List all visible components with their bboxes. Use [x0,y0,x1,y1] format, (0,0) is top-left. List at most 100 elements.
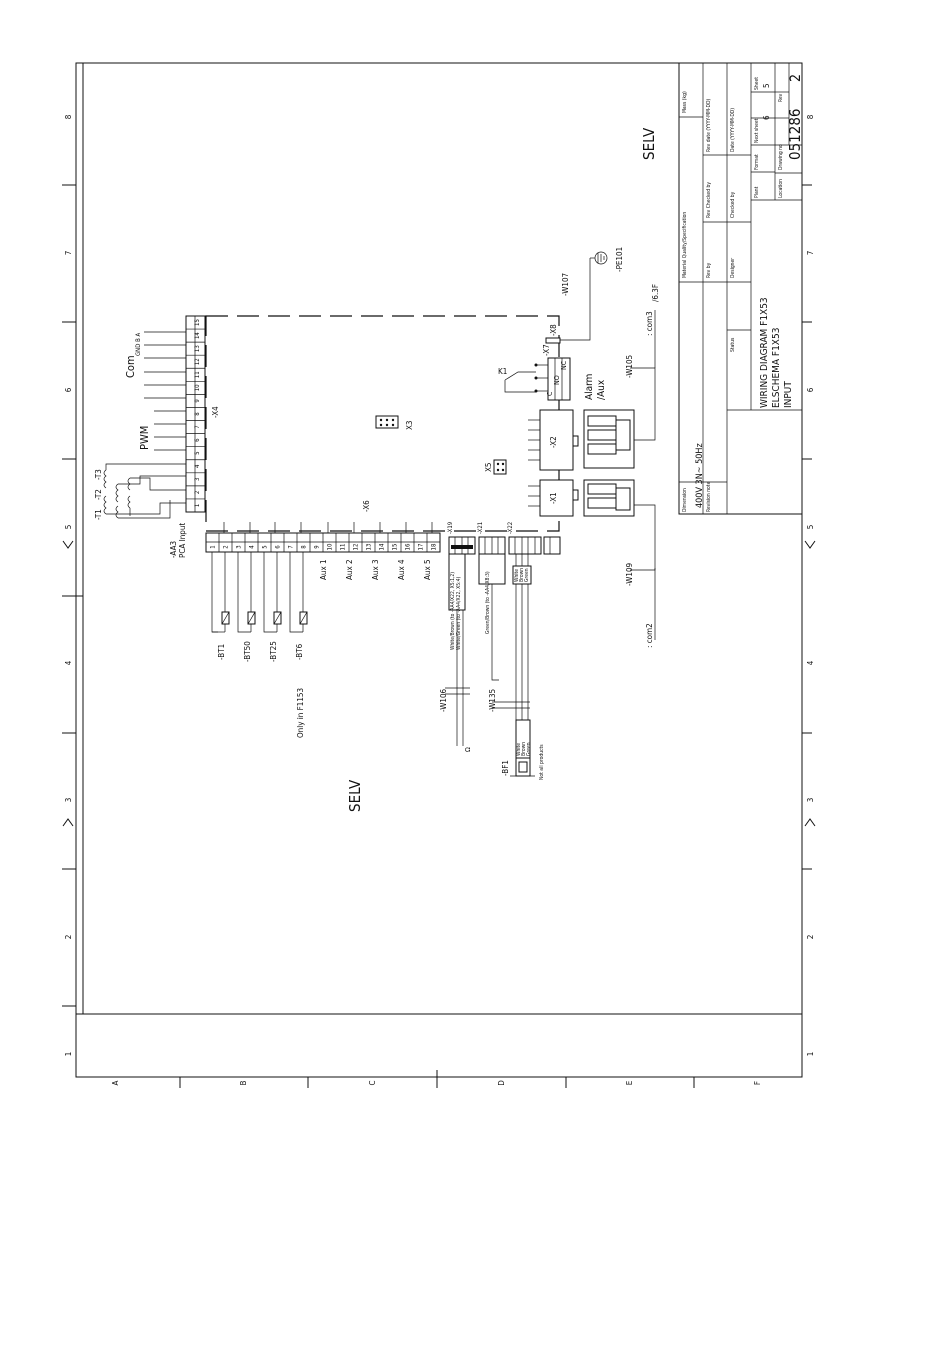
tb-status: Status [730,337,736,352]
k1-label: K1 [498,367,507,376]
terminal-x4-pin: 9 [194,399,201,403]
w105-label: -W105 [625,355,634,378]
selv-top-label: SELV [640,127,658,160]
x6-label: -X6 [362,500,371,512]
w135-label: -W135 [488,689,497,712]
bt25-label: -BT25 [269,641,278,662]
title-block-text: Material Quality/Specification Mass (kg)… [682,74,804,512]
title-block-frame [678,62,803,515]
terminal-x4-pin: 11 [194,371,201,378]
t2-label: -T2 [94,489,103,500]
relay-k1-x7 [504,357,571,401]
nc-label: NC [560,360,568,370]
tb-date: Date (YYYY-MM-DD) [730,108,736,152]
pe101-label: -PE101 [615,247,624,272]
tb-rev-checked: Rev Checked by [706,182,712,218]
bt1-label: -BT1 [217,644,226,660]
bf1-wires-label-3: Green [526,742,532,756]
terminal-x4-pin: 14 [194,332,201,339]
tb-plant: Plant [754,186,760,198]
tb-format: Format [754,154,760,170]
bt50-label: -BT50 [243,641,252,662]
tb-drawing-no-label: Drawing no [778,144,784,170]
terminal-x4-pin: 2 [194,491,201,494]
cable-w106-w135 [445,553,532,746]
aux3-label: Aux 3 [371,559,380,580]
x1-label: -X1 [549,492,558,504]
drawing-area-frame [82,62,803,1015]
t3-label: -T3 [94,469,103,480]
tb-checked-by: Checked by [730,191,736,218]
x19-note-label-2: White/Green (to -AA4/X22, X5:4) [456,577,462,650]
pca-input-label: PCA Input [178,523,187,558]
terminal-x6-pin: 6 [275,545,282,549]
grid-row-label: A [111,1080,120,1085]
bottom-grid-ticks [179,1070,695,1088]
tb-revision-note: Revision note [706,481,712,512]
terminal-x6-pin: 2 [223,545,230,548]
x19-label: -X19 [447,521,454,534]
tb-material: Material Quality/Specification [682,212,688,278]
f63-label: /6.3F [651,284,660,302]
x6-pcb-ticks [223,522,433,533]
terminal-x4-pin: 5 [194,451,201,454]
terminal-x6-pin: 7 [288,545,295,548]
grid-column-label: 5 [64,525,73,530]
bf1-wires-label-2: Brown [521,742,527,756]
tb-rev-label: Rev [778,93,784,102]
terminal-x4-pin: 7 [194,425,201,428]
x5-label: X5 [484,462,493,472]
alarm-label: Alarm [584,374,595,400]
grid-column-label: 1 [64,1052,73,1057]
connector-x1 [528,479,579,517]
w106-ref: Ω [464,747,472,752]
x8-label: -X8 [549,324,558,336]
terminal-x6-pin: 14 [379,543,386,550]
tb-title1: WIRING DIAGRAM F1X53 [759,297,770,408]
grid-column-label: 7 [806,251,815,256]
com3-label: : com3 [645,311,654,336]
t1-label: -T1 [94,509,103,520]
com2-label: : com2 [645,623,654,648]
bf1-wires-label: White [516,743,522,756]
grid-column-label: 7 [64,251,73,256]
terminal-x6-pin: 5 [262,545,269,548]
plug-w109 [583,479,635,517]
connector-x3 [375,415,399,429]
w109-label: -W109 [625,562,634,586]
tb-title2: ELSCHEMA F1X53 [771,328,782,408]
w106-label: -W106 [439,688,448,712]
left-grid-ticks [62,184,83,1007]
grid-row-label: D [497,1080,506,1086]
grid-row-label: C [368,1080,377,1085]
x4-stub-lines [144,331,186,451]
grid-column-label: 6 [806,387,815,392]
grid-column-label: 2 [806,935,815,940]
terminal-x4-pin: 10 [194,384,201,391]
tb-sheet-label: Sheet [754,77,760,90]
terminal-x6-pin: 9 [314,545,321,549]
terminal-x4-pin: 6 [194,438,201,442]
x22-label: -X22 [507,522,514,534]
w107-label: -W107 [561,273,570,296]
terminal-x6-pin: 13 [366,544,373,551]
connector-x2 [528,409,579,471]
grid-column-label: 3 [64,798,73,803]
bf1-note-label: Not all products [539,744,545,780]
tb-rev: 2 [788,74,804,82]
tb-dimension: Dimension [682,488,688,512]
terminal-x6-pin: 15 [392,544,399,551]
tb-mass: Mass (kg) [682,91,688,113]
terminal-x4-pin: 8 [194,412,201,416]
connector-x5 [493,459,507,475]
grid-row-label: F [753,1081,762,1085]
aux4-label: Aux 4 [397,559,406,580]
tb-next-sheet: 6 [762,115,771,120]
com-sub-label: GND B A [135,332,142,356]
outer-frame [75,62,803,1078]
